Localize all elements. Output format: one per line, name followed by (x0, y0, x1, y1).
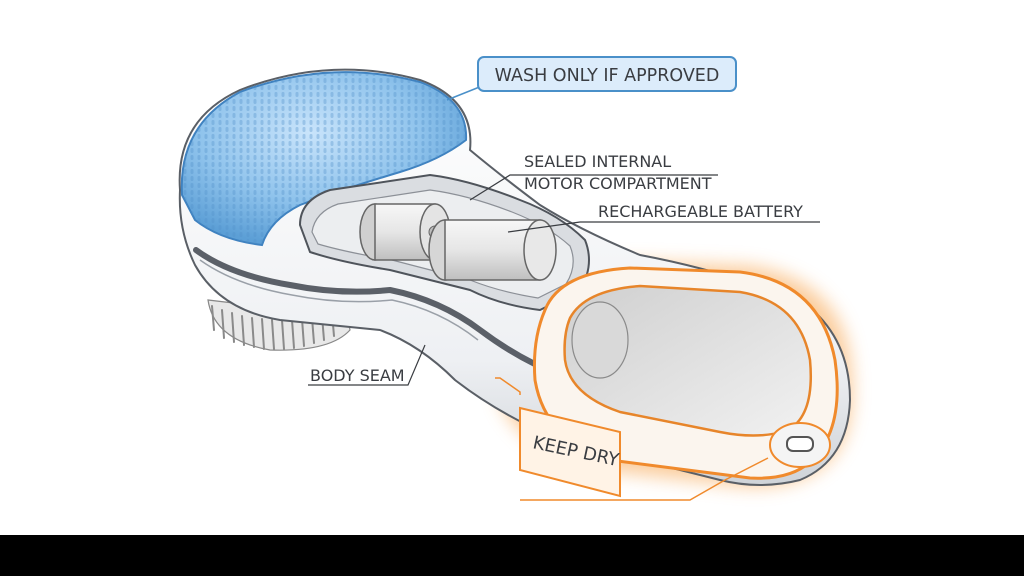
wash-leader-line (446, 85, 483, 101)
dry-zone-bracket-top (495, 377, 521, 395)
sealed-leader-line (469, 174, 718, 201)
keep-dry-label-box (519, 406, 621, 498)
seam-edge-line (199, 259, 479, 341)
sealed-compartment-label-line2: MOTOR COMPARTMENT (524, 174, 712, 193)
wash-label-box (477, 56, 737, 92)
letterbox-bar (0, 535, 1024, 572)
handle-dry-zone (532, 266, 839, 480)
seam-leader-line (308, 344, 426, 386)
silicone-brush-head (180, 71, 468, 247)
body-seam (193, 247, 603, 393)
sealed-compartment-label-line1: SEALED INTERNAL (524, 152, 671, 171)
battery-leader-line (507, 221, 820, 233)
motor-compartment (298, 173, 590, 312)
body-seam-label: BODY SEAM (310, 366, 405, 385)
wash-label: WASH ONLY IF APPROVED (495, 66, 720, 86)
battery-label: RECHARGEABLE BATTERY (598, 202, 803, 221)
dry-zone-bracket-bottom (520, 457, 769, 501)
usb-c-port (786, 436, 814, 452)
